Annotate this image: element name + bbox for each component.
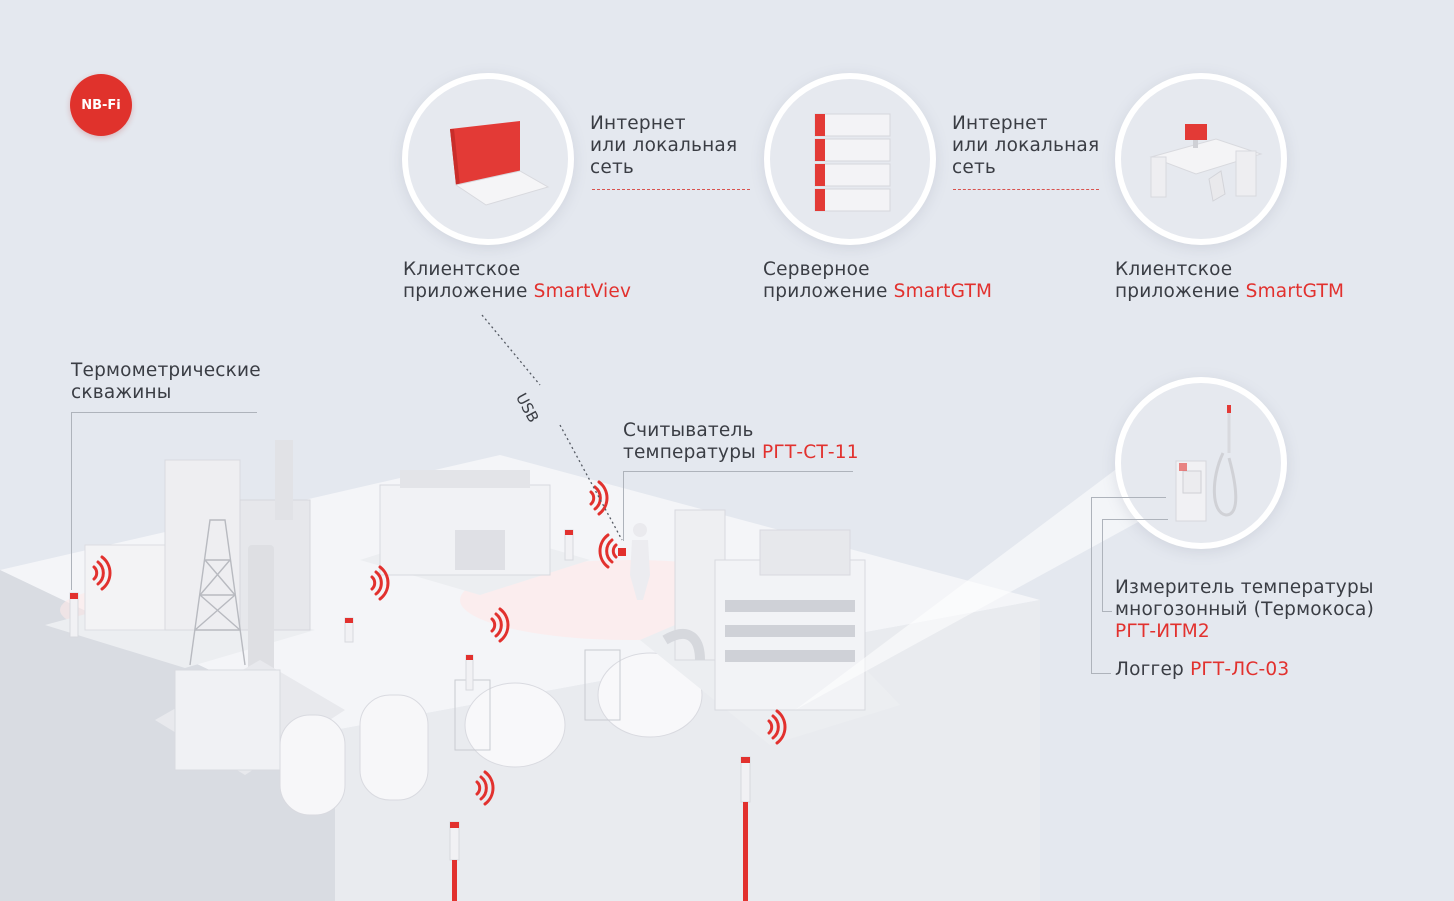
chimney <box>275 440 293 520</box>
app-label-server: Серверное приложение SmartGTM <box>763 259 993 302</box>
wireless-signal-icon <box>589 480 609 516</box>
wells-label: Термометрические скважины <box>71 360 261 403</box>
network-link-2 <box>953 189 1099 190</box>
sensor-post <box>564 529 574 561</box>
nbfi-badge: NB-Fi <box>70 74 132 136</box>
server-circle <box>764 73 936 245</box>
logger-device-icon <box>1175 405 1238 522</box>
horizontal-tank <box>597 652 703 738</box>
wireless-signal-icon <box>598 533 618 569</box>
meter-label: Измеритель температуры многозонный (Терм… <box>1115 577 1375 642</box>
lattice-tower <box>189 519 246 666</box>
reader-label: Считыватель температуры РГТ-СТ-11 <box>623 420 859 463</box>
network-label-2: Интернет или локальная сеть <box>952 113 1100 178</box>
laptop-circle <box>402 73 574 245</box>
meter-bracket <box>1102 519 1103 611</box>
sensor-post <box>344 617 354 643</box>
logger-bracket <box>1091 497 1092 673</box>
server-icon <box>814 113 891 212</box>
storage-tank <box>359 694 429 801</box>
building-left-low <box>84 544 171 631</box>
logger-zoom-circle <box>1115 377 1287 549</box>
sensor-post <box>465 654 474 691</box>
workstation-icon <box>1149 124 1263 202</box>
sensor-post <box>740 756 751 901</box>
horizontal-tank <box>464 682 566 768</box>
app-label-client: Клиентское приложение SmartGTM <box>1115 259 1345 302</box>
wireless-signal-icon <box>92 555 112 591</box>
storage-tank <box>279 714 346 816</box>
ground-front-left <box>0 570 335 901</box>
wireless-signal-icon <box>767 709 787 745</box>
network-link-1 <box>592 189 750 190</box>
laptop-icon <box>450 121 550 206</box>
usb-line <box>559 424 623 541</box>
logger-label: Логгер РГТ-ЛС-03 <box>1115 659 1290 680</box>
wireless-signal-icon <box>370 565 390 601</box>
sensor-post <box>449 821 460 901</box>
zoom-beam <box>795 455 1160 710</box>
wireless-signal-icon <box>475 770 495 806</box>
reader-leader <box>623 471 853 472</box>
sensor-post <box>69 592 79 638</box>
worker-figure <box>618 523 650 600</box>
wireless-signal-icon <box>490 607 510 643</box>
usb-line <box>481 314 541 386</box>
app-label-smartviev: Клиентское приложение SmartViev <box>403 259 632 302</box>
network-label-1: Интернет или локальная сеть <box>590 113 738 178</box>
workstation-circle <box>1115 73 1287 245</box>
wells-leader <box>71 412 257 413</box>
